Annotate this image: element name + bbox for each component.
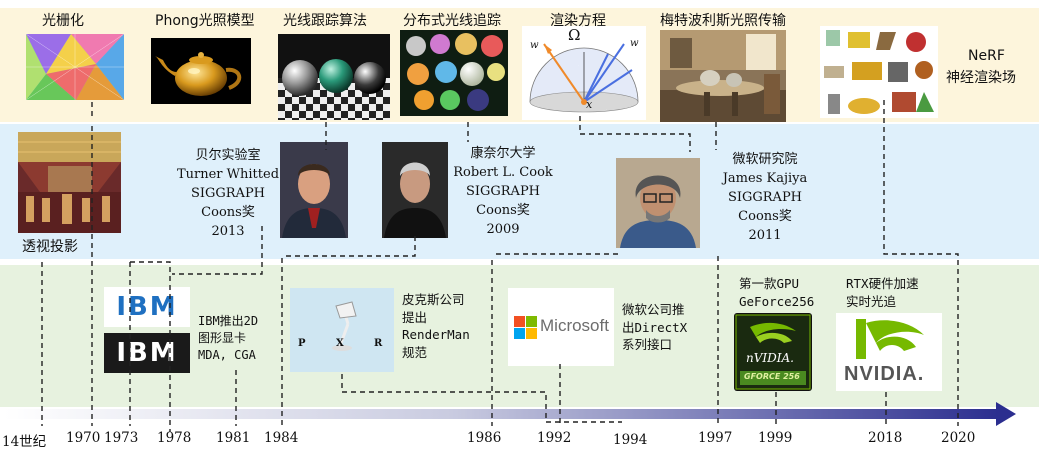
rtx-line2: 实时光追 bbox=[846, 293, 897, 309]
rtx-description: RTX硬件加速 实时光追 bbox=[846, 275, 919, 310]
ibm-line3: MDA, CGA bbox=[198, 348, 256, 362]
perspective-painting-image bbox=[18, 132, 121, 233]
microsoft-windows-icon bbox=[514, 316, 537, 339]
ray-tracing-spheres-image bbox=[278, 34, 390, 120]
svg-text:.: . bbox=[578, 63, 579, 67]
rtx-nvidia-wordmark: NVIDIA. bbox=[844, 363, 925, 385]
kajiya-conference: SIGGRAPH bbox=[727, 190, 803, 205]
rtx-nvidia-logo: NVIDIA. bbox=[836, 313, 942, 391]
cook-award: Coons奖 bbox=[476, 203, 530, 218]
geforce-description: 第一款GPU GeForce256 bbox=[739, 275, 814, 310]
year-1986: 1986 bbox=[467, 430, 502, 446]
middle-band-people bbox=[0, 124, 1039, 259]
title-ray-tracing: 光线跟踪算法 bbox=[283, 13, 367, 29]
cook-conference: SIGGRAPH bbox=[465, 184, 541, 199]
year-1999: 1999 bbox=[758, 430, 793, 446]
microsoft-logo-box: Microsoft bbox=[508, 288, 614, 366]
kajiya-year: 2011 bbox=[748, 228, 782, 243]
pixar-line4: 规范 bbox=[402, 344, 428, 360]
whitted-conference: SIGGRAPH bbox=[190, 186, 266, 201]
microsoft-wordmark: Microsoft bbox=[540, 316, 609, 335]
pixar-letter-x: X bbox=[336, 338, 344, 349]
rtx-line1: RTX硬件加速 bbox=[846, 276, 919, 291]
cook-photo bbox=[382, 142, 448, 238]
kajiya-info: 微软研究院 James Kajiya SIGGRAPH Coons奖 2011 bbox=[710, 150, 820, 245]
distributed-ray-tracing-image bbox=[400, 30, 508, 116]
metropolis-room-image bbox=[660, 30, 786, 122]
year-1978: 1978 bbox=[157, 430, 192, 446]
ibm-logo-blue-text: IBM bbox=[104, 287, 190, 327]
pixar-logo-image: P X R bbox=[290, 288, 394, 372]
whitted-name: Turner Whitted bbox=[176, 167, 280, 182]
geforce-line2: GeForce256 bbox=[739, 293, 815, 309]
pixar-letter-r: R bbox=[374, 338, 383, 349]
svg-text:.: . bbox=[606, 107, 607, 111]
connector-lines bbox=[41, 100, 959, 432]
timeline-arrow bbox=[4, 402, 1016, 426]
rendering-equation-diagram: . . Ω w w x bbox=[522, 26, 646, 120]
ibm-description: IBM推出2D 图形显卡 MDA, CGA bbox=[198, 313, 258, 364]
label-perspective-projection: 透视投影 bbox=[22, 239, 78, 255]
year-1992: 1992 bbox=[537, 430, 572, 446]
ibm-logo-black: IBM bbox=[104, 333, 190, 373]
wo-symbol: w bbox=[530, 40, 539, 51]
rasterization-image bbox=[26, 34, 124, 100]
phong-teapot-image bbox=[151, 38, 251, 104]
pixar-line2: 提出 bbox=[402, 309, 428, 325]
cook-name: Robert L. Cook bbox=[453, 165, 553, 180]
pixar-description: 皮克斯公司 提出 RenderMan 规范 bbox=[402, 291, 470, 361]
whitted-info: 贝尔实验室 Turner Whitted SIGGRAPH Coons奖 201… bbox=[176, 146, 280, 241]
year-2018: 2018 bbox=[868, 430, 903, 446]
microsoft-line3: 系列接口 bbox=[622, 337, 673, 352]
pixar-line1: 皮克斯公司 bbox=[402, 292, 465, 307]
year-1973: 1973 bbox=[104, 430, 139, 446]
pixar-line3: RenderMan bbox=[402, 327, 470, 342]
whitted-photo bbox=[280, 142, 348, 238]
year-1981: 1981 bbox=[216, 430, 251, 446]
title-metropolis: 梅特波利斯光照传输 bbox=[660, 13, 786, 29]
wi-symbol: w bbox=[630, 38, 639, 49]
pixar-letter-p: P bbox=[298, 338, 306, 349]
whitted-award: Coons奖 bbox=[201, 205, 255, 220]
title-distributed-ray-tracing: 分布式光线追踪 bbox=[403, 13, 501, 29]
title-rasterization: 光栅化 bbox=[42, 13, 84, 29]
nerf-objects-image bbox=[820, 26, 938, 118]
geforce-nvidia-wordmark: nVIDIA. bbox=[746, 351, 794, 365]
kajiya-award: Coons奖 bbox=[738, 209, 792, 224]
whitted-year: 2013 bbox=[211, 224, 245, 239]
kajiya-name: James Kajiya bbox=[722, 171, 808, 186]
ibm-line2: 图形显卡 bbox=[198, 331, 247, 345]
year-1984: 1984 bbox=[264, 430, 299, 446]
geforce-badge: GFORCE 256 bbox=[744, 372, 800, 381]
x-symbol: x bbox=[586, 98, 593, 111]
year-2020: 2020 bbox=[941, 430, 976, 446]
microsoft-line2: 出DirectX bbox=[622, 319, 688, 335]
title-nerf-sub: 神经渲染场 bbox=[946, 70, 1016, 86]
year-14th-century: 14世纪 bbox=[2, 434, 47, 450]
title-nerf: NeRF bbox=[968, 48, 1005, 64]
year-1994: 1994 bbox=[613, 432, 648, 448]
whitted-affiliation: 贝尔实验室 bbox=[195, 148, 261, 163]
microsoft-description: 微软公司推 出DirectX 系列接口 bbox=[622, 301, 687, 354]
title-rendering-equation: 渲染方程 bbox=[550, 13, 606, 29]
year-1997: 1997 bbox=[698, 430, 733, 446]
kajiya-photo bbox=[616, 158, 700, 248]
cook-affiliation: 康奈尔大学 bbox=[470, 146, 536, 161]
kajiya-affiliation: 微软研究院 bbox=[732, 152, 798, 167]
cook-year: 2009 bbox=[486, 222, 520, 237]
cook-info: 康奈尔大学 Robert L. Cook SIGGRAPH Coons奖 200… bbox=[452, 144, 554, 239]
ibm-logo-black-text: IBM bbox=[116, 338, 178, 368]
geforce-logo-image: nVIDIA. GFORCE 256 bbox=[734, 313, 812, 391]
year-1970: 1970 bbox=[66, 430, 101, 446]
ibm-logo-blue: IBM bbox=[104, 287, 190, 327]
ibm-line1: IBM推出2D bbox=[198, 314, 259, 328]
title-phong: Phong光照模型 bbox=[155, 13, 255, 29]
geforce-line1: 第一款GPU bbox=[739, 276, 800, 291]
microsoft-line1: 微软公司推 bbox=[622, 302, 685, 317]
omega-symbol: Ω bbox=[568, 26, 581, 44]
